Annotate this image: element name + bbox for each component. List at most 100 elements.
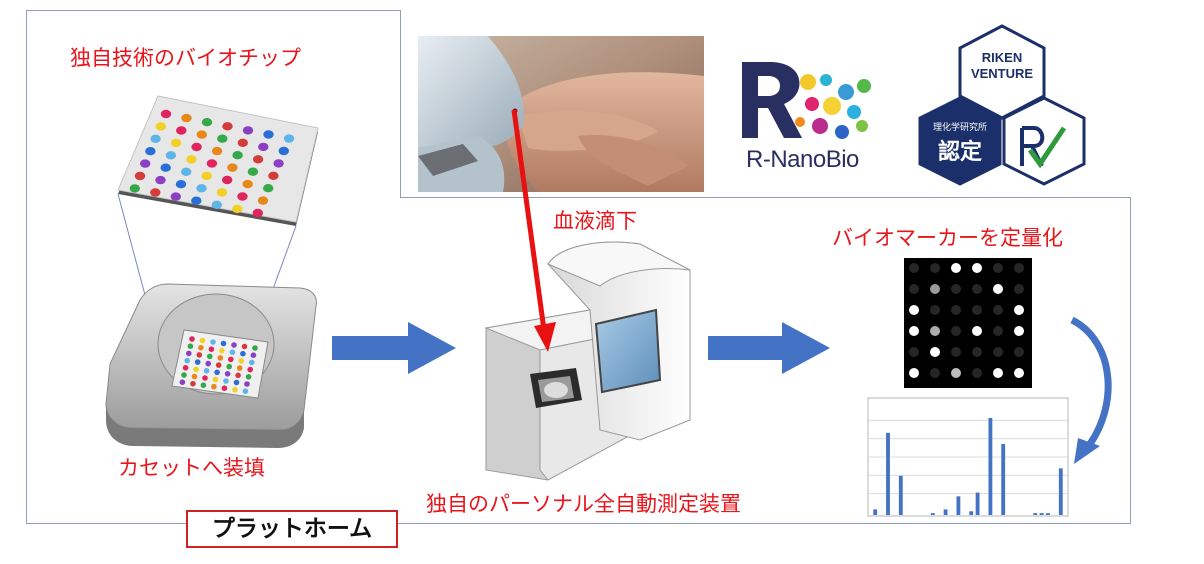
biochip-dot xyxy=(247,167,259,176)
fluorescence-spot xyxy=(972,347,982,357)
cassette-dot xyxy=(210,339,216,345)
cassette-dot xyxy=(233,379,240,386)
chart-bar xyxy=(975,492,980,515)
fluorescence-spot xyxy=(1014,305,1024,315)
fluorescence-spot xyxy=(1014,284,1024,294)
biochip-dot xyxy=(191,142,202,152)
cassette-dot xyxy=(182,365,189,371)
cassette-dot xyxy=(221,385,228,392)
fluorescence-spot xyxy=(993,326,1003,336)
biochip-dot xyxy=(263,184,274,193)
zoom-line-right xyxy=(257,225,297,331)
fluorescence-spot xyxy=(993,305,1003,315)
riken-small-text: 理化学研究所 xyxy=(932,122,987,132)
fluorescence-spot xyxy=(951,347,961,357)
frame-top-line xyxy=(26,10,400,11)
cassette-dot xyxy=(252,345,258,351)
platform-badge: プラットホーム xyxy=(186,510,398,548)
cassette-dot xyxy=(193,366,199,373)
device-label: 独自のパーソナル全自動測定装置 xyxy=(426,492,741,516)
arrow-device-to-result xyxy=(708,322,830,374)
cassette-dot xyxy=(202,375,208,381)
arrow-cassette-to-device xyxy=(332,322,456,374)
frame-right-line xyxy=(1130,197,1131,524)
biochip-dot xyxy=(201,118,213,127)
biochip-dot xyxy=(201,171,212,181)
chart-bar xyxy=(1033,513,1038,515)
fluorescence-spot xyxy=(930,263,940,273)
biochip-dot xyxy=(232,204,243,214)
chart-bar xyxy=(930,513,935,515)
biochip-dot xyxy=(175,180,187,189)
biomarker-bar-chart xyxy=(867,397,1069,517)
blood-drop-label: 血液滴下 xyxy=(553,209,637,233)
fluorescence-spot xyxy=(930,368,940,378)
cassette-label: カセットへ装填 xyxy=(118,456,265,480)
biochip-dot xyxy=(140,159,151,168)
zoom-line-left xyxy=(117,193,173,397)
fluorescence-spot xyxy=(972,305,982,315)
biochip-dot xyxy=(129,184,140,193)
fluorescence-spot xyxy=(951,305,961,315)
frame-bottom-line xyxy=(26,523,1130,524)
biochip-dot xyxy=(155,122,166,131)
cassette-dot xyxy=(224,371,231,377)
cassette-dot xyxy=(203,368,210,374)
cassette-dot xyxy=(205,360,211,367)
cassette-dot xyxy=(228,356,234,363)
frame-step-horizontal xyxy=(400,197,1130,198)
biochip-dot xyxy=(170,138,182,148)
fluorescence-spot xyxy=(909,326,919,336)
biochip-dot xyxy=(150,188,161,197)
chart-bar xyxy=(956,496,961,515)
fluorescence-spot xyxy=(951,326,961,336)
biochip-dot xyxy=(176,126,187,135)
chart-bar xyxy=(1039,513,1044,515)
biochip-dot xyxy=(217,134,228,143)
cassette-dot xyxy=(212,376,219,383)
fluorescence-spot-image xyxy=(904,258,1032,388)
fluorescence-spot xyxy=(930,326,940,336)
fluorescence-spot xyxy=(993,347,1003,357)
biochip-dot xyxy=(242,179,253,189)
biochip-dot xyxy=(155,175,166,185)
cassette-dot xyxy=(235,372,241,379)
biochip-dot xyxy=(196,184,207,193)
cassette-dot xyxy=(244,381,250,387)
curved-result-arrow xyxy=(1070,316,1112,446)
fluorescence-spot xyxy=(909,347,919,357)
chart-bar xyxy=(898,475,903,515)
fluorescence-spot xyxy=(1014,347,1024,357)
chart-bar xyxy=(988,417,993,515)
biochip-dot xyxy=(258,142,269,152)
cassette-dot xyxy=(229,349,236,356)
biochip-dot xyxy=(268,171,279,180)
biochip-dot xyxy=(206,159,218,168)
chart-bar xyxy=(969,511,974,515)
chart-bar xyxy=(873,509,878,515)
biochip-dot xyxy=(222,175,233,185)
cassette-dot xyxy=(223,378,229,384)
cassette-dot xyxy=(214,369,220,376)
cassette-dot xyxy=(236,365,243,371)
biochip-dot xyxy=(160,163,171,172)
chart-bar xyxy=(1058,468,1063,515)
finger-blood-photo xyxy=(418,36,704,192)
biochip-dot xyxy=(242,126,254,135)
biochip-dot xyxy=(232,151,243,160)
cassette-dot xyxy=(211,383,217,390)
chart-bar xyxy=(886,432,890,515)
chart-bar xyxy=(1001,444,1006,515)
biochip-dot xyxy=(227,163,238,172)
cassette-dot xyxy=(184,357,190,364)
biochip-dot xyxy=(150,134,161,143)
cassette-dot xyxy=(231,342,237,348)
biochip-dot xyxy=(252,208,263,218)
cassette-dot xyxy=(219,347,225,354)
fluorescence-spot xyxy=(993,368,1003,378)
fluorescence-spot xyxy=(972,284,982,294)
fluorescence-spot xyxy=(993,263,1003,273)
cassette xyxy=(105,283,317,448)
cassette-dot xyxy=(196,352,203,358)
fluorescence-spot xyxy=(930,284,940,294)
